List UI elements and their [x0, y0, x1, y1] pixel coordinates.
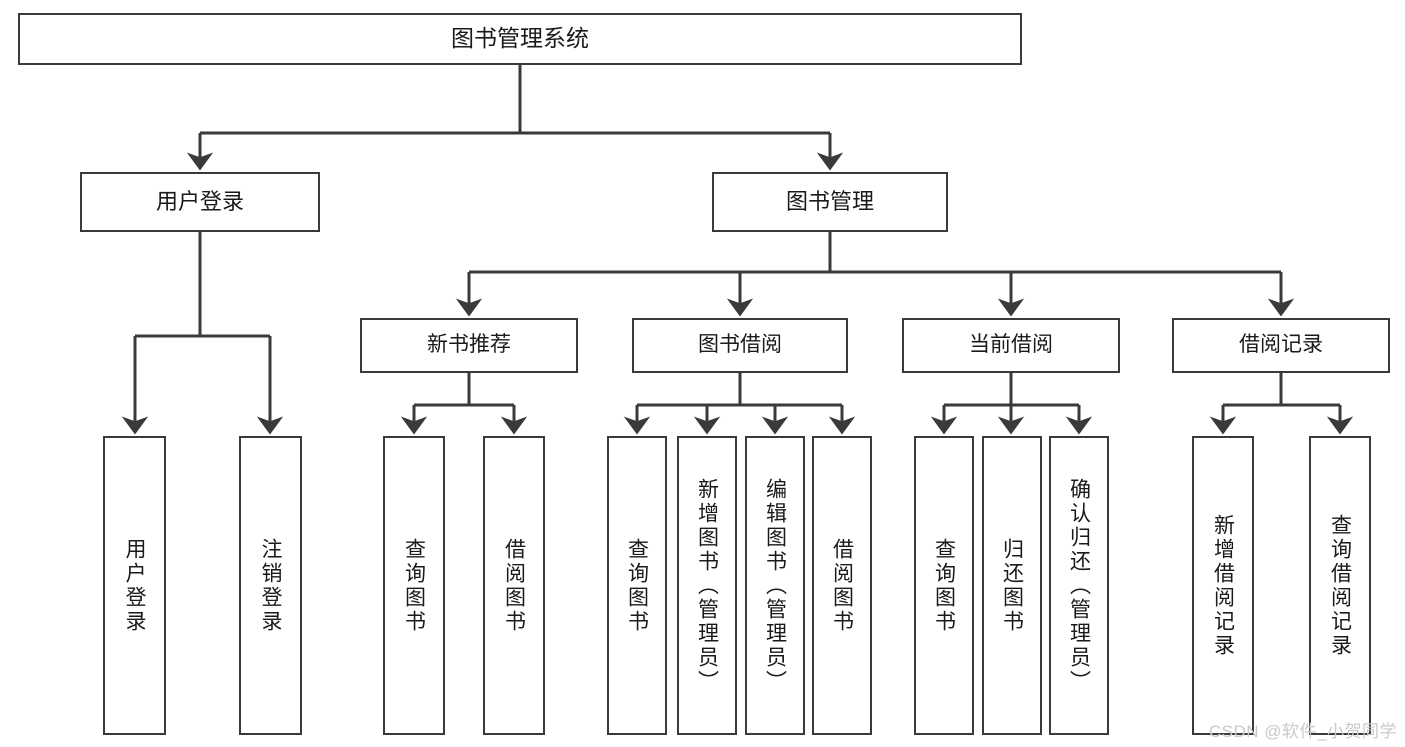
node-label: 编辑图书（管理员）	[763, 477, 787, 694]
leaf-book-borrow-edit[interactable]: 编辑图书（管理员）	[745, 436, 805, 735]
node-root-system[interactable]: 图书管理系统	[18, 13, 1022, 65]
leaf-user-login-logout[interactable]: 注销登录	[239, 436, 302, 735]
node-label: 新书推荐	[427, 333, 511, 357]
node-label: 借阅图书	[830, 537, 854, 634]
leaf-borrow-record-query[interactable]: 查询借阅记录	[1309, 436, 1371, 735]
leaf-book-borrow-query[interactable]: 查询图书	[607, 436, 667, 735]
node-label: 确认归还（管理员）	[1067, 477, 1091, 694]
leaf-new-book-query[interactable]: 查询图书	[383, 436, 445, 735]
node-label: 图书管理	[785, 189, 874, 215]
node-book-borrow[interactable]: 图书借阅	[632, 318, 848, 373]
node-borrow-record[interactable]: 借阅记录	[1172, 318, 1390, 373]
node-label: 查询图书	[402, 537, 426, 634]
node-new-book-recommend[interactable]: 新书推荐	[360, 318, 578, 373]
node-label: 图书管理系统	[451, 25, 589, 52]
leaf-book-borrow-add[interactable]: 新增图书（管理员）	[677, 436, 737, 735]
leaf-user-login-login[interactable]: 用户登录	[103, 436, 166, 735]
node-label: 图书借阅	[698, 333, 782, 357]
node-label: 用户登录	[123, 537, 146, 634]
node-label: 查询图书	[625, 537, 649, 634]
leaf-current-borrow-query[interactable]: 查询图书	[914, 436, 974, 735]
node-label: 注销登录	[259, 537, 282, 634]
node-label: 当前借阅	[969, 333, 1053, 357]
leaf-new-book-borrow[interactable]: 借阅图书	[483, 436, 545, 735]
node-current-borrow[interactable]: 当前借阅	[902, 318, 1120, 373]
leaf-book-borrow-borrow[interactable]: 借阅图书	[812, 436, 872, 735]
leaf-current-borrow-confirm-return[interactable]: 确认归还（管理员）	[1049, 436, 1109, 735]
csdn-watermark: CSDN @软件_小贺同学	[1208, 722, 1397, 741]
node-label: 新增图书（管理员）	[695, 477, 719, 694]
node-user-login[interactable]: 用户登录	[80, 172, 320, 232]
node-label: 查询借阅记录	[1328, 513, 1352, 658]
node-label: 借阅图书	[502, 537, 526, 634]
node-label: 用户登录	[155, 189, 244, 215]
node-book-management[interactable]: 图书管理	[712, 172, 948, 232]
leaf-borrow-record-add[interactable]: 新增借阅记录	[1192, 436, 1254, 735]
leaf-current-borrow-return[interactable]: 归还图书	[982, 436, 1042, 735]
node-label: 新增借阅记录	[1211, 513, 1235, 658]
node-label: 归还图书	[1000, 537, 1024, 634]
node-label: 借阅记录	[1239, 333, 1323, 357]
node-label: 查询图书	[932, 537, 956, 634]
